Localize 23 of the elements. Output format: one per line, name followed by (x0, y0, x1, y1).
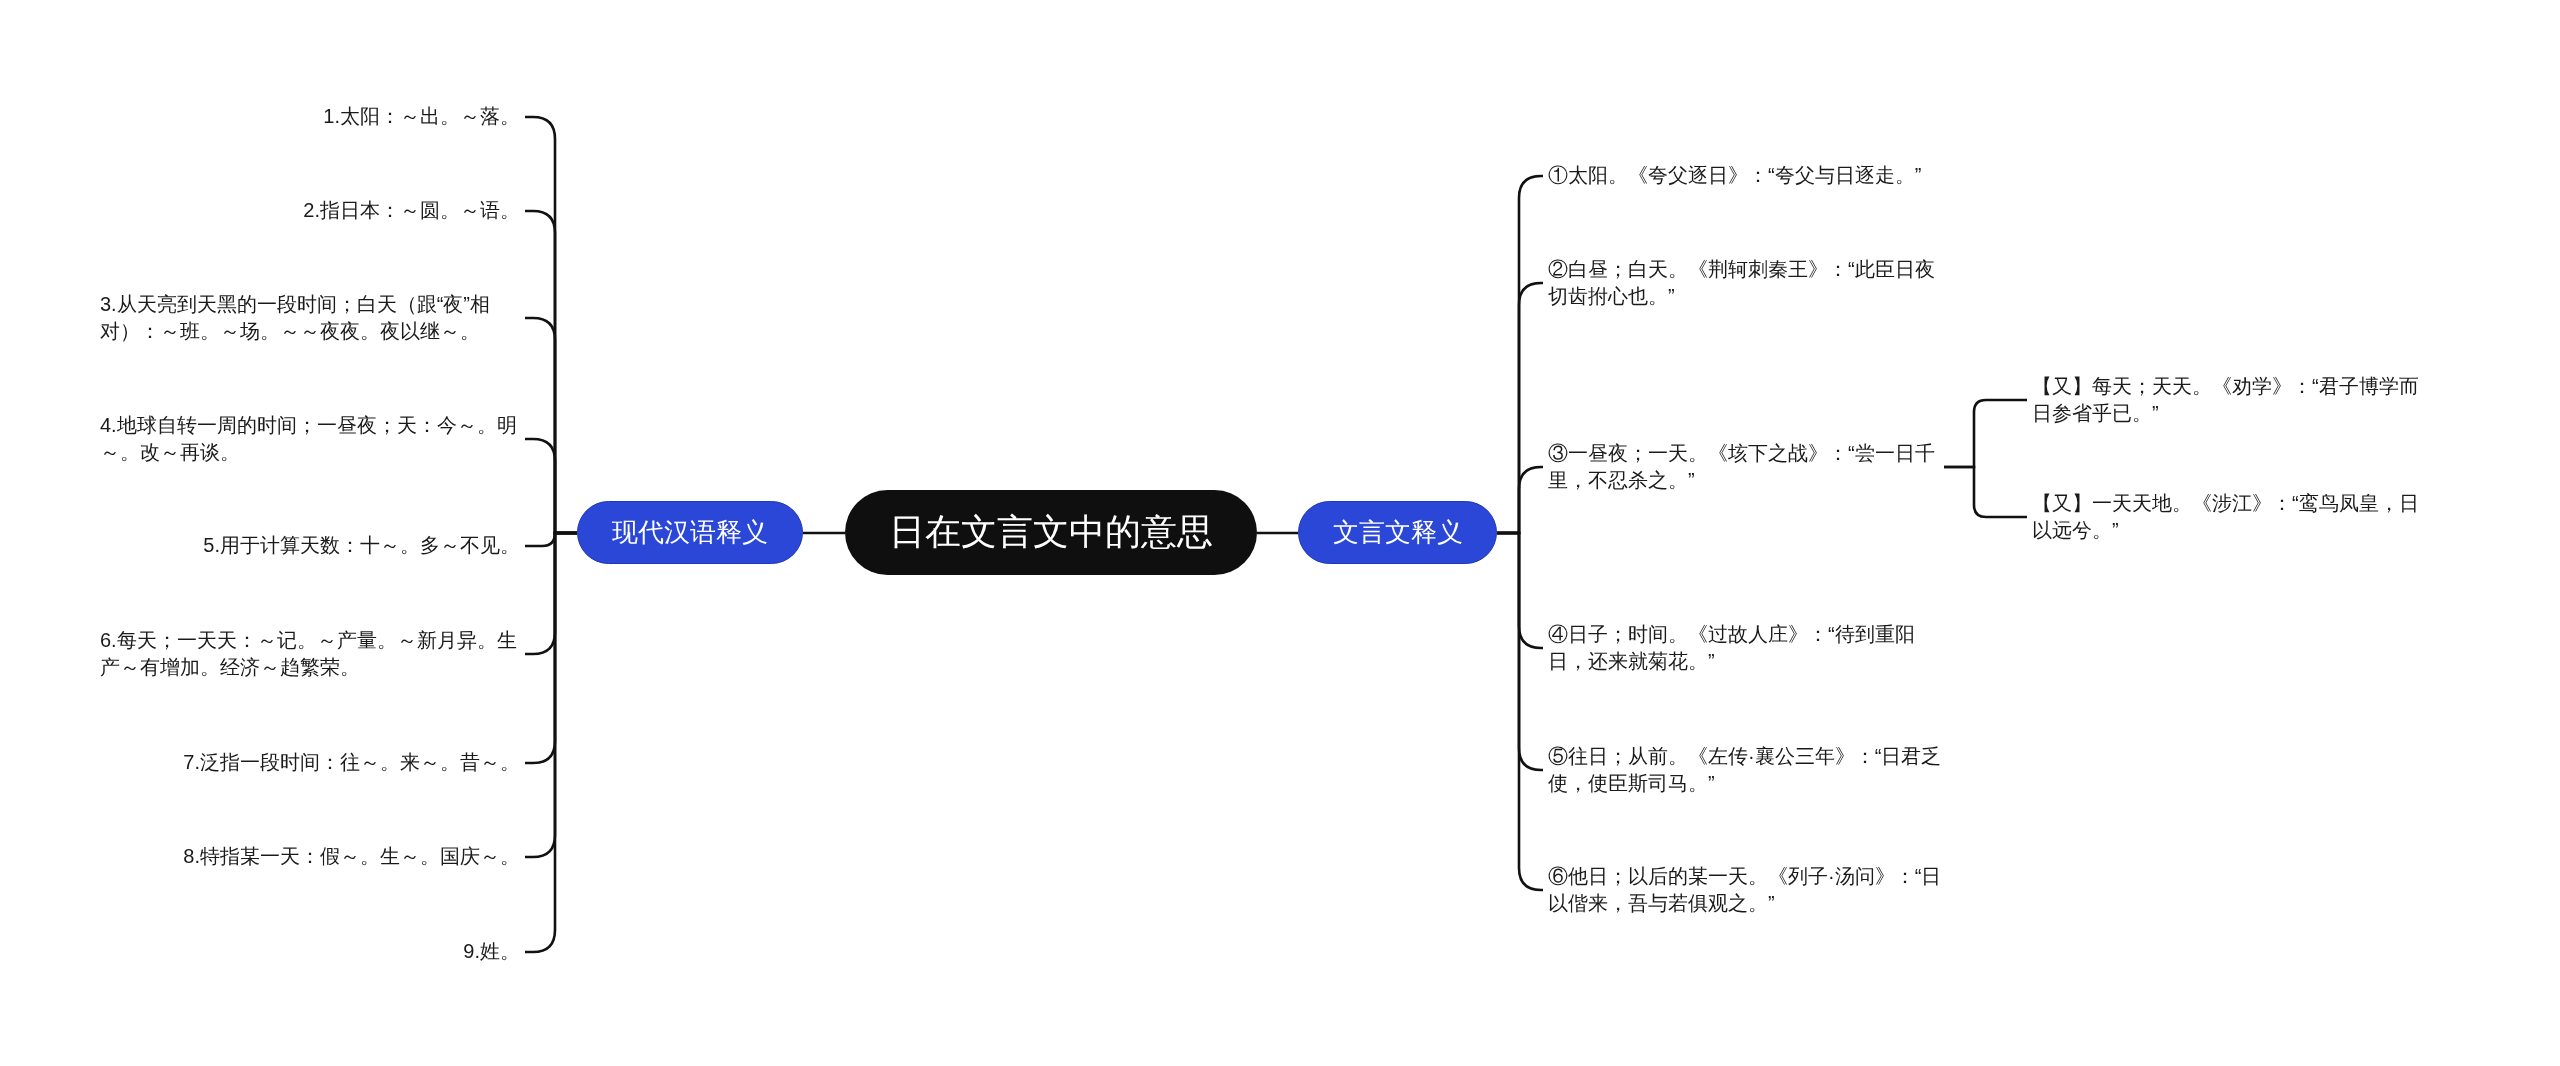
item-text: 2.指日本：～圆。～语。 (303, 197, 520, 224)
central-topic-pill: 日在文言文中的意思 (845, 490, 1257, 575)
connector-line (1944, 465, 2027, 519)
item-text: 1.太阳：～出。～落。 (323, 103, 520, 130)
item-text: 3.从天亮到天黑的一段时间；白天（跟“夜”相对）：～班。～场。～～夜夜。夜以继～。 (100, 291, 520, 345)
item-text: 7.泛指一段时间：往～。来～。昔～。 (183, 749, 520, 776)
branch-topic-pill: 文言文释义 (1298, 501, 1497, 564)
connector-line (803, 531, 845, 535)
item-text: 9.姓。 (463, 938, 520, 965)
item-text: ⑤往日；从前。《左传·襄公三年》：“日君乏使，使臣斯司马。” (1548, 743, 1944, 797)
item-text: 6.每天；一天天：～记。～产量。～新月异。生产～有增加。经济～趋繁荣。 (100, 627, 520, 681)
item-text: ③一昼夜；一天。《垓下之战》：“尝一日千里，不忍杀之。” (1548, 440, 1944, 494)
item-text: 【又】一天天地。《涉江》：“鸾鸟凤皇，日以远兮。” (2032, 490, 2428, 544)
item-text: ②白昼；白天。《荆轲刺秦王》：“此臣日夜切齿拊心也。” (1548, 256, 1944, 310)
item-text: ①太阳。《夸父逐日》：“夸父与日逐走。” (1548, 162, 1922, 189)
item-text: 8.特指某一天：假～。生～。国庆～。 (183, 843, 520, 870)
connector-line (1257, 531, 1298, 535)
item-text: 5.用于计算天数：十～。多～不见。 (203, 532, 520, 559)
item-text: ④日子；时间。《过故人庄》：“待到重阳日，还来就菊花。” (1548, 621, 1944, 675)
branch-topic-pill: 现代汉语释义 (577, 501, 803, 564)
item-text: ⑥他日；以后的某一天。《列子·汤问》：“日以偕来，吾与若俱观之。” (1548, 863, 1944, 917)
item-text: 4.地球自转一周的时间；一昼夜；天：今～。明～。改～再谈。 (100, 412, 520, 466)
item-text: 【又】每天；天天。《劝学》：“君子博学而日参省乎已。” (2032, 373, 2428, 427)
